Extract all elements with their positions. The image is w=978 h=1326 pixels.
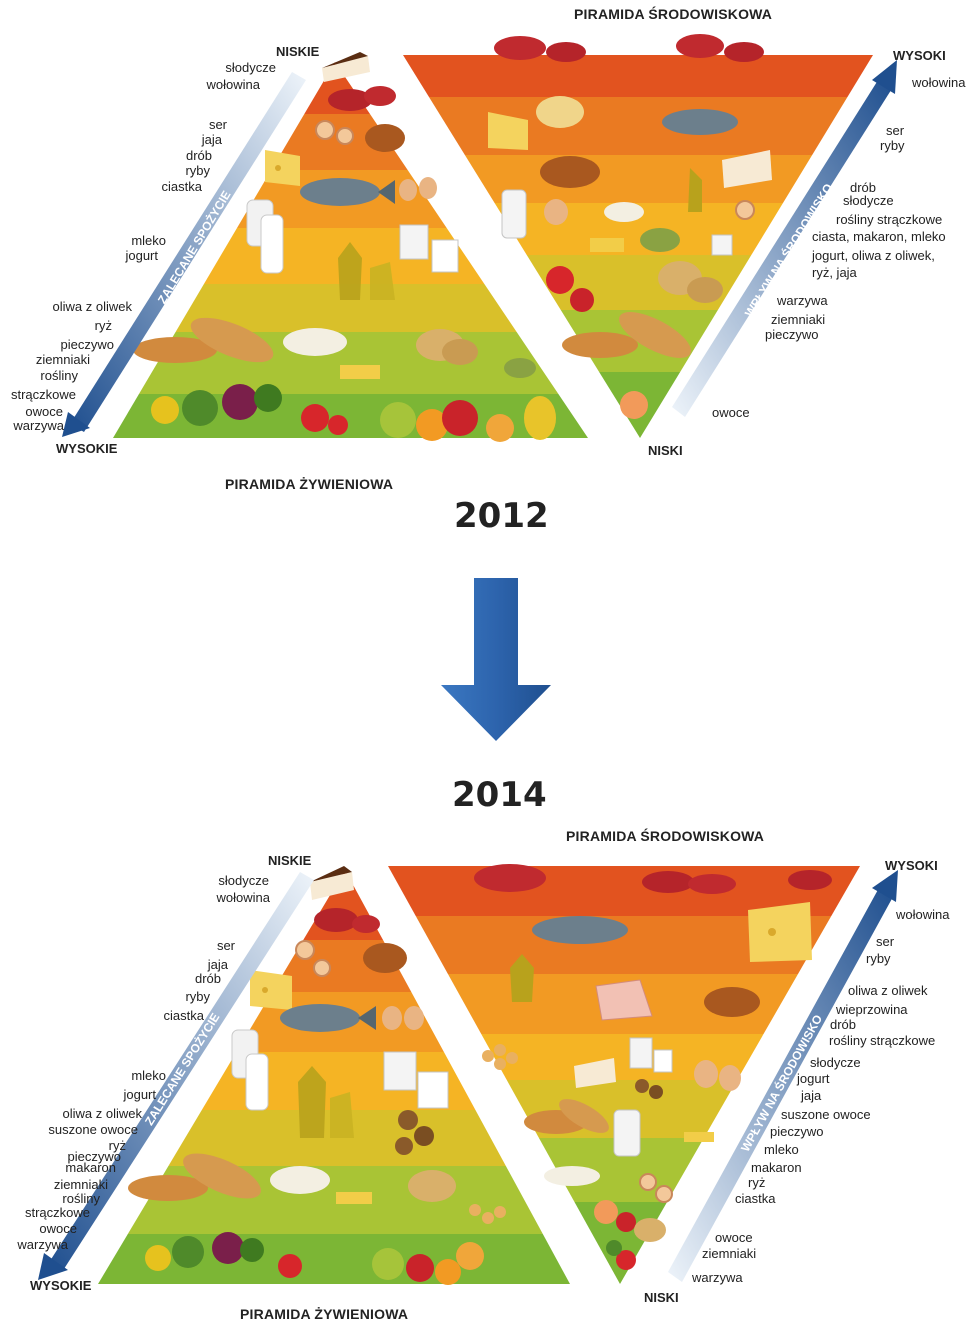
diet-label: mleko xyxy=(131,1068,166,1083)
diet-label: ser xyxy=(208,117,227,132)
diet-label: słodycze xyxy=(225,60,276,75)
env-label: ciasta, makaron, mleko xyxy=(812,229,946,244)
env-label: oliwa z oliwek xyxy=(848,983,928,998)
diet-label: jogurt xyxy=(125,248,158,263)
diet-label: ryby xyxy=(185,163,210,178)
diet-label: ser xyxy=(216,938,235,953)
diet-label: wołowina xyxy=(216,890,270,905)
env-band-2 xyxy=(403,97,873,155)
env-label: ziemniaki xyxy=(702,1246,757,1261)
down-arrow-icon xyxy=(441,578,551,741)
diet-label: jaja xyxy=(201,132,222,147)
diet-label: ciastka xyxy=(163,1008,204,1023)
env-top-label: WYSOKI xyxy=(893,48,946,63)
pyramids-2014-graphic xyxy=(38,864,898,1285)
year-from: 2012 xyxy=(454,496,549,536)
env-label: wołowina xyxy=(896,907,950,922)
env-band-1 xyxy=(403,55,873,97)
env-arrow-2014 xyxy=(668,870,898,1282)
diet-label: warzywa xyxy=(13,418,64,433)
panel-2012: PIRAMIDA ŚRODOWISKOWA PIRAMIDA ŻYWIENIOW… xyxy=(0,0,978,500)
diet-label: ryby xyxy=(185,989,210,1004)
diet-label: warzywa xyxy=(17,1237,68,1252)
diet-bottom-label: WYSOKIE xyxy=(56,441,118,456)
env-label: owoce xyxy=(715,1230,753,1245)
env-label: ser xyxy=(886,123,905,138)
diet-label: owoce xyxy=(25,404,63,419)
env-pyramid-caption: PIRAMIDA ŚRODOWISKOWA xyxy=(566,828,765,844)
diet-pyramid-caption: PIRAMIDA ŻYWIENIOWA xyxy=(225,476,394,492)
diet-label: ziemniaki xyxy=(53,1177,108,1192)
diet-label: ryż xyxy=(94,318,112,333)
year-to: 2014 xyxy=(452,775,547,815)
food-illustrations-2014 xyxy=(128,864,832,1285)
diet-arrow-2012 xyxy=(62,72,306,437)
diet-label: ryż xyxy=(108,1138,126,1153)
diet-top-label: NISKIE xyxy=(268,853,312,868)
env-label: jogurt xyxy=(797,1071,830,1086)
env-label: słodycze xyxy=(843,193,894,208)
env-label: jaja xyxy=(801,1088,822,1103)
diet-label: jogurt xyxy=(123,1087,156,1102)
env-label: wołowina xyxy=(912,75,966,90)
env-label: wieprzowina xyxy=(836,1002,908,1017)
env-label: drób xyxy=(850,180,877,195)
diet-label: oliwa z oliwek xyxy=(62,1106,142,1121)
diet-label: owoce xyxy=(39,1221,77,1236)
food-illustrations-2012 xyxy=(133,34,772,442)
env-label: pieczywo xyxy=(770,1124,824,1139)
diet-label: suszone owoce xyxy=(48,1122,138,1137)
diet-label: makaron xyxy=(65,1160,116,1175)
diet-pyramid-caption: PIRAMIDA ŻYWIENIOWA xyxy=(240,1306,409,1322)
env-label: słodycze xyxy=(810,1055,861,1070)
diet-label: rośliny xyxy=(40,368,78,383)
diet-label: słodycze xyxy=(218,873,269,888)
env-label: owoce xyxy=(712,405,750,420)
diet-label: drób xyxy=(194,971,221,986)
diet-label: drób xyxy=(185,148,212,163)
diet-label: mleko xyxy=(131,233,166,248)
diet-label: ciastka xyxy=(161,179,202,194)
panel-2014: PIRAMIDA ŚRODOWISKOWA PIRAMIDA ŻYWIENIOW… xyxy=(0,820,978,1326)
env-label: jogurt, oliwa z oliwek, xyxy=(812,248,935,263)
env-bottom-label: NISKI xyxy=(644,1290,679,1305)
diet-label: pieczywo xyxy=(67,1149,121,1164)
diet-label: strączkowe xyxy=(10,387,76,402)
env-label: drób xyxy=(830,1017,857,1032)
diet-bottom-label: WYSOKIE xyxy=(30,1278,92,1293)
env-label: rośliny strączkowe xyxy=(836,212,943,227)
diet-label: ziemniaki xyxy=(35,352,90,367)
env-label: ryby xyxy=(866,951,891,966)
env-label: makaron xyxy=(751,1160,802,1175)
env-bottom-label: NISKI xyxy=(648,443,683,458)
diet-arrow-2014 xyxy=(38,872,314,1280)
diet-label: rośliny xyxy=(62,1191,100,1206)
env-label: ser xyxy=(876,934,895,949)
env-label: suszone owoce xyxy=(781,1107,871,1122)
env-label: ryż xyxy=(748,1175,766,1190)
diet-label: strączkowe xyxy=(24,1205,90,1220)
env-pyramid-caption: PIRAMIDA ŚRODOWISKOWA xyxy=(574,6,773,22)
env-label: rośliny strączkowe xyxy=(829,1033,936,1048)
diet-label: wołowina xyxy=(206,77,260,92)
env-label: ciastka xyxy=(735,1191,776,1206)
pyramids-2012-graphic xyxy=(62,34,897,442)
diet-label: jaja xyxy=(207,957,228,972)
env-label: warzywa xyxy=(692,1270,743,1285)
env-label: ziemniaki xyxy=(771,312,826,327)
env-label: warzywa xyxy=(777,293,828,308)
env-label: pieczywo xyxy=(765,327,819,342)
env-arrow-2012 xyxy=(672,60,897,417)
diet-top-label: NISKIE xyxy=(276,44,320,59)
diet-label: oliwa z oliwek xyxy=(52,299,132,314)
env-top-label: WYSOKI xyxy=(885,858,938,873)
env-label: mleko xyxy=(764,1142,799,1157)
env-label: ryż, jaja xyxy=(812,265,857,280)
diet-label: pieczywo xyxy=(60,337,114,352)
env-label: ryby xyxy=(880,138,905,153)
